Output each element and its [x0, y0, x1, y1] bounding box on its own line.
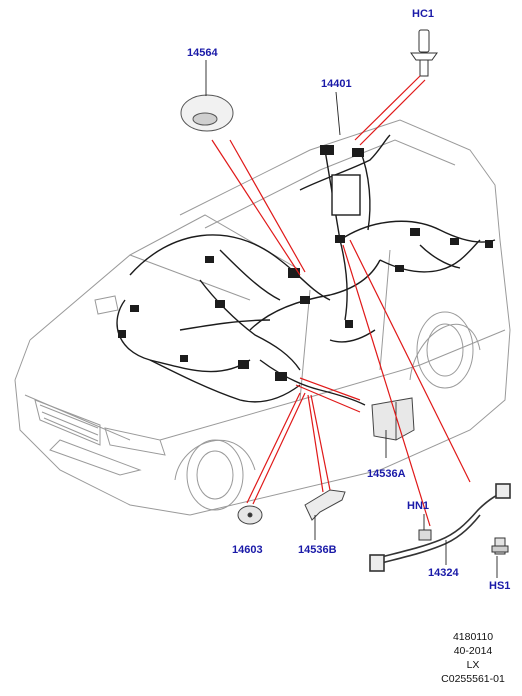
part-14603-plug[interactable]	[237, 505, 263, 525]
main-harness	[116, 134, 496, 406]
callout-14536b[interactable]: 14536B	[298, 544, 337, 556]
part-hc1-clip[interactable]	[410, 29, 438, 77]
reference-line-3: LX	[466, 659, 480, 671]
part-14536a-bracket[interactable]	[371, 397, 415, 441]
callout-14401[interactable]: 14401	[321, 78, 352, 90]
part-14324-harness[interactable]	[369, 483, 511, 572]
callout-hn1[interactable]: HN1	[407, 500, 430, 512]
callout-14324[interactable]: 14324	[428, 567, 459, 579]
part-hs1-stud[interactable]	[491, 537, 509, 555]
reference-line-2: 40-2014	[453, 645, 493, 657]
callout-hs1[interactable]: HS1	[489, 580, 511, 592]
callout-14536a[interactable]: 14536A	[367, 468, 406, 480]
part-14536b-bracket[interactable]	[304, 489, 346, 521]
callout-hc1[interactable]: HC1	[412, 8, 435, 20]
callout-stubs	[205, 60, 498, 578]
vehicle-outline	[14, 119, 511, 516]
callout-14564[interactable]: 14564	[187, 47, 218, 59]
part-hn1-nut[interactable]	[418, 529, 432, 541]
reference-block: 4180110 40-2014 LX C0255561-01	[438, 630, 508, 686]
leader-lines	[211, 75, 471, 527]
reference-line-1: 4180110	[452, 631, 494, 643]
part-14564-grommet[interactable]	[180, 94, 234, 132]
callout-14603[interactable]: 14603	[232, 544, 263, 556]
reference-line-4: C0255561-01	[441, 673, 505, 685]
